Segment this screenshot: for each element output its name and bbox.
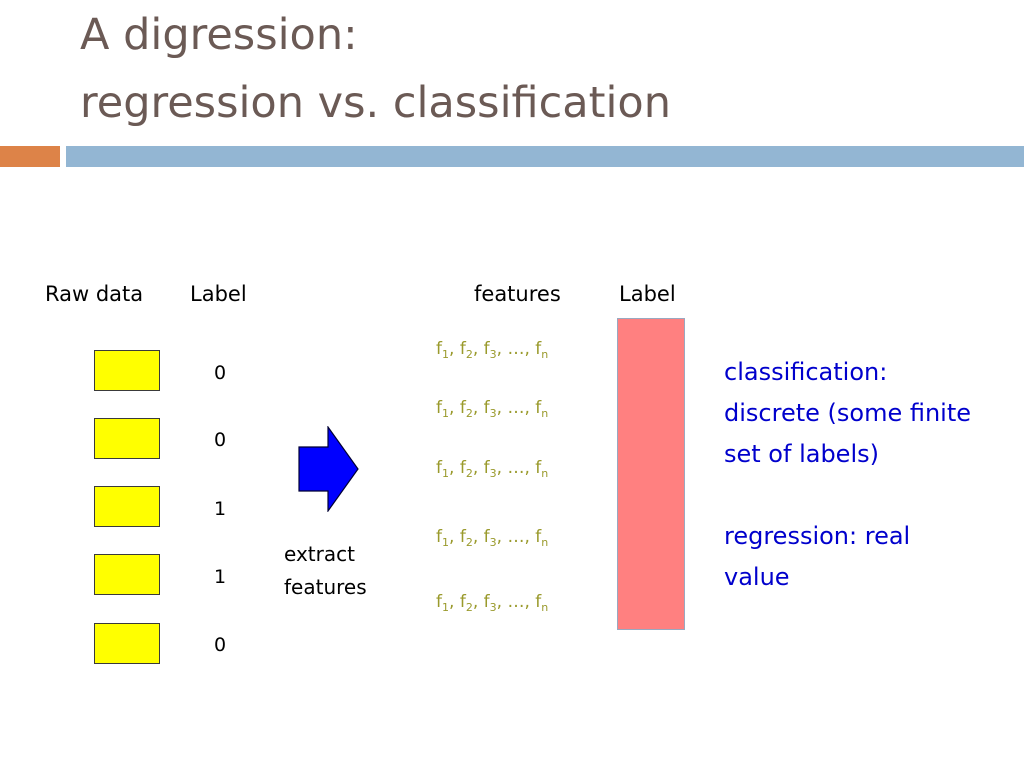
extract-features-label-line-2: features bbox=[284, 575, 367, 599]
feature-vector-row: f1, f2, f3, …, fn bbox=[436, 527, 549, 549]
raw-label-value: 0 bbox=[214, 362, 227, 384]
raw-label-value: 1 bbox=[214, 566, 227, 588]
extract-features-label-line-1: extract bbox=[284, 542, 355, 566]
classification-text-line-2: discrete (some finite bbox=[724, 399, 972, 427]
raw-label-value: 0 bbox=[214, 429, 227, 451]
feature-vector-row: f1, f2, f3, …, fn bbox=[436, 592, 549, 614]
raw-label-value: 1 bbox=[214, 498, 227, 520]
label-column bbox=[617, 318, 685, 630]
raw-data-box bbox=[94, 623, 160, 664]
features-header: features bbox=[474, 282, 561, 306]
label-header-left: Label bbox=[190, 282, 247, 306]
title-accent-blue-bar bbox=[66, 146, 1024, 167]
slide-title-line-2: regression vs. classification bbox=[80, 78, 671, 128]
slide-title-line-1: A digression: bbox=[80, 10, 358, 60]
regression-text-line-2: value bbox=[724, 563, 790, 591]
title-accent-orange-bar bbox=[0, 146, 60, 167]
label-header-right: Label bbox=[619, 282, 676, 306]
feature-vector-row: f1, f2, f3, …, fn bbox=[436, 339, 549, 361]
feature-vector-row: f1, f2, f3, …, fn bbox=[436, 458, 549, 480]
classification-text-line-3: set of labels) bbox=[724, 440, 879, 468]
feature-vector-row: f1, f2, f3, …, fn bbox=[436, 398, 549, 420]
raw-data-header: Raw data bbox=[45, 282, 144, 306]
raw-data-box bbox=[94, 554, 160, 595]
raw-data-box bbox=[94, 486, 160, 527]
classification-text-line-1: classification: bbox=[724, 358, 888, 386]
extract-features-arrow bbox=[298, 426, 359, 512]
regression-text-line-1: regression: real bbox=[724, 522, 911, 550]
raw-label-value: 0 bbox=[214, 634, 227, 656]
raw-data-box bbox=[94, 350, 160, 391]
raw-data-box bbox=[94, 418, 160, 459]
